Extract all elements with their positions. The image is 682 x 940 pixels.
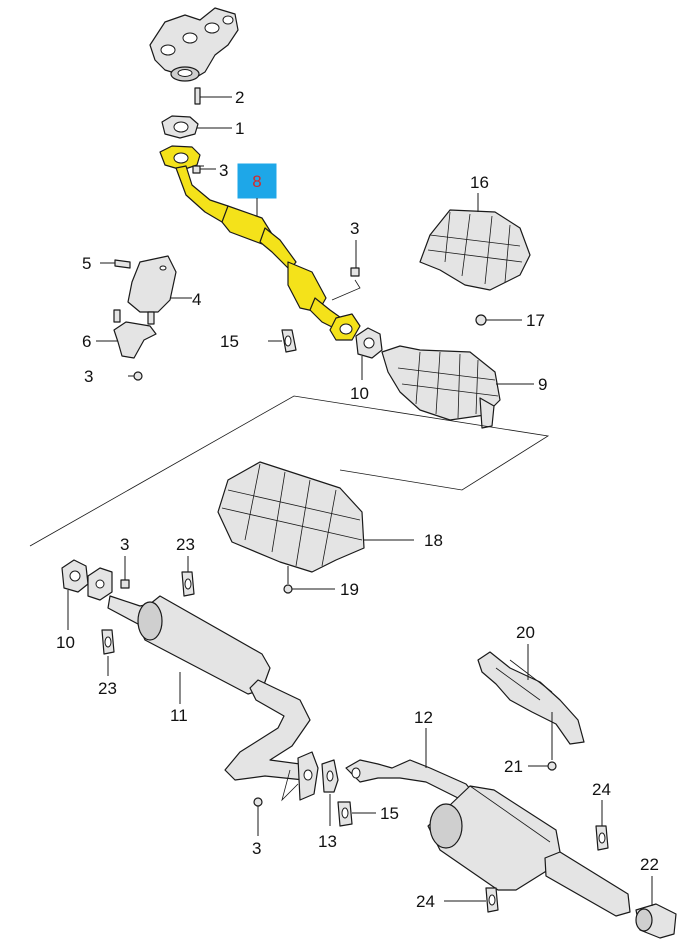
label-3-top: 3 xyxy=(219,161,228,180)
hanger-part-23-lower xyxy=(101,629,115,676)
label-8: 8 xyxy=(252,172,261,191)
flange-part-11 xyxy=(87,567,113,601)
hanger-part-15-upper xyxy=(268,329,297,353)
label-23-lower: 23 xyxy=(98,679,117,698)
bracket-lower-part-6 xyxy=(96,309,157,359)
label-6: 6 xyxy=(82,332,91,351)
label-4: 4 xyxy=(192,290,201,309)
hanger-part-15-lower xyxy=(337,801,376,827)
label-15-upper: 15 xyxy=(220,332,239,351)
gasket-part-10-lower xyxy=(61,559,89,630)
gasket-part-13 xyxy=(321,759,339,826)
nut-part-21 xyxy=(528,712,557,771)
label-5: 5 xyxy=(82,254,91,273)
nut-part-19 xyxy=(283,566,335,594)
hanger-part-24-right xyxy=(595,800,609,851)
label-16: 16 xyxy=(470,173,489,192)
label-18: 18 xyxy=(424,531,443,550)
hanger-part-24-bottom xyxy=(444,887,499,913)
label-19: 19 xyxy=(340,580,359,599)
label-3-bracket: 3 xyxy=(84,367,93,386)
label-2: 2 xyxy=(235,88,244,107)
label-22: 22 xyxy=(640,855,659,874)
nut-part-3-lower-left xyxy=(120,556,130,589)
gasket-part-10-upper xyxy=(355,327,383,380)
bolt-part-5 xyxy=(100,259,131,269)
label-23-upper: 23 xyxy=(176,535,195,554)
label-21: 21 xyxy=(504,757,523,776)
label-15-lower: 15 xyxy=(380,804,399,823)
nut-part-3-lower xyxy=(253,797,263,836)
assembly-outline-lower xyxy=(281,769,299,802)
assembly-outline-upper xyxy=(29,395,550,547)
hanger-part-23-upper xyxy=(181,556,195,597)
label-3-lower-left: 3 xyxy=(120,535,129,554)
nut-part-17 xyxy=(475,314,522,326)
label-11: 11 xyxy=(170,706,188,725)
stud-part-2 xyxy=(194,87,232,105)
heat-shield-part-20 xyxy=(477,644,585,745)
label-12: 12 xyxy=(414,708,433,727)
label-3-middle: 3 xyxy=(350,219,359,238)
nut-part-3-top xyxy=(192,165,216,174)
heat-shield-part-16 xyxy=(419,193,531,291)
label-1: 1 xyxy=(235,119,244,138)
rear-muffler-part-12 xyxy=(345,728,631,917)
heat-shield-part-18 xyxy=(217,461,414,573)
nut-part-3-middle xyxy=(331,240,361,301)
flange-joint xyxy=(297,751,319,801)
label-24-right: 24 xyxy=(592,780,611,799)
catalytic-converter-part-9 xyxy=(381,345,534,429)
label-24-bottom: 24 xyxy=(416,892,435,911)
label-10-lower: 10 xyxy=(56,633,75,652)
highlight-box-part-8: 8 xyxy=(237,163,277,216)
label-9: 9 xyxy=(538,375,547,394)
front-pipe-part-8 xyxy=(159,145,361,341)
resonator-part-11 xyxy=(107,595,315,781)
bracket-part-4 xyxy=(127,255,192,313)
gasket-part-1 xyxy=(161,115,232,139)
label-20: 20 xyxy=(516,623,535,642)
exhaust-manifold xyxy=(149,7,239,82)
label-10-upper: 10 xyxy=(350,384,369,403)
label-3-lower: 3 xyxy=(252,839,261,858)
label-17: 17 xyxy=(526,311,545,330)
nut-part-3-bracket xyxy=(128,371,143,381)
label-13: 13 xyxy=(318,832,337,851)
tail-pipe-tip-part-22 xyxy=(635,876,677,939)
